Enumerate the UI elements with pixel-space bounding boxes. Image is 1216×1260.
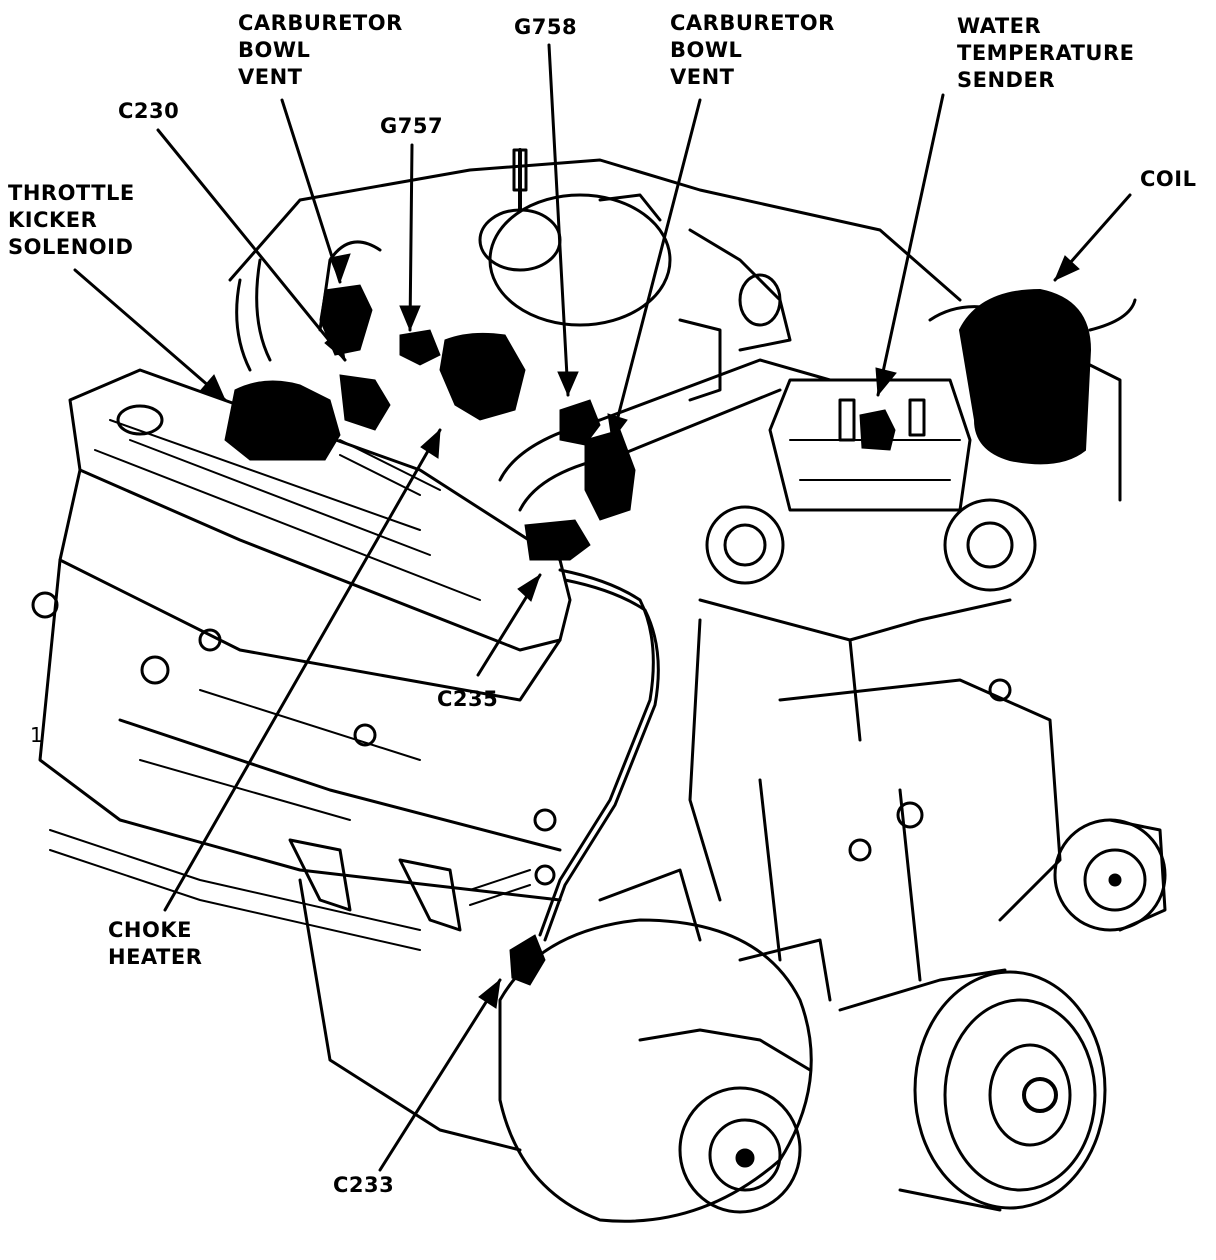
label-water-temperature-sender: WATER TEMPERATURE SENDER [957, 14, 1135, 92]
arrow-throttle [73, 268, 227, 402]
label-c235: C235 [437, 687, 499, 711]
engine-illustration: 1 [30, 148, 1167, 1223]
callout-arrows [73, 43, 1132, 1172]
label-g757: G757 [380, 114, 444, 138]
label-carburetor-bowl-vent-right: CARBURETOR BOWL VENT [670, 11, 835, 89]
label-throttle-kicker-solenoid: THROTTLE KICKER SOLENOID [8, 181, 135, 259]
arrow-carb-vent-right [610, 98, 702, 442]
label-choke-heater: CHOKE HEATER [108, 918, 203, 969]
arrow-c230 [156, 128, 347, 362]
label-c230: C230 [118, 99, 180, 123]
arrow-water-temp [876, 93, 945, 397]
label-g758: G758 [514, 15, 578, 39]
arrow-g758 [547, 43, 570, 397]
label-c233: C233 [333, 1173, 395, 1197]
arrow-g757 [408, 143, 414, 332]
arrowheads [200, 253, 1080, 1009]
label-coil: COIL [1140, 167, 1197, 191]
corner-mark: 1 [30, 723, 43, 747]
arrow-c233 [378, 978, 502, 1172]
arrow-choke [163, 428, 442, 912]
arrow-carb-vent-left [280, 98, 342, 284]
label-carburetor-bowl-vent-left: CARBURETOR BOWL VENT [238, 11, 403, 89]
